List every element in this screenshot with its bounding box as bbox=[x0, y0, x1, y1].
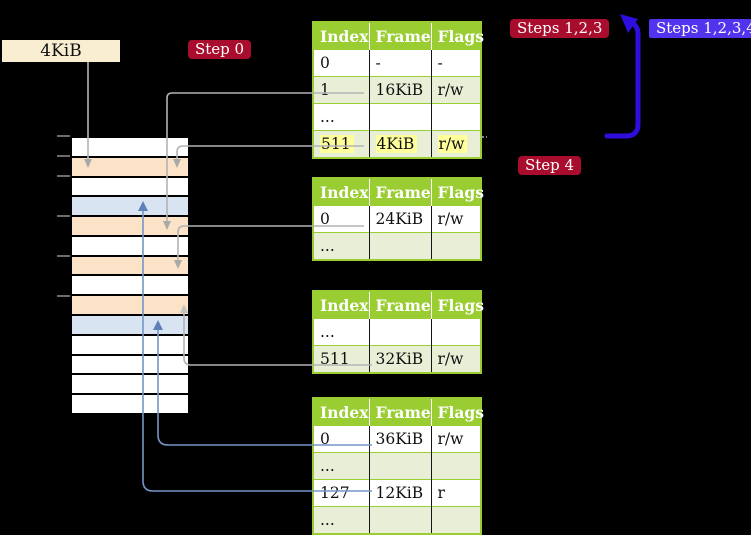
table-cell: ... bbox=[313, 318, 370, 346]
table-cell: 0 bbox=[313, 49, 370, 77]
column-header: Index bbox=[313, 398, 370, 426]
memory-frame-free bbox=[72, 335, 188, 356]
table-row: ... bbox=[313, 232, 481, 260]
table-cell bbox=[431, 506, 481, 534]
table-cell bbox=[431, 232, 481, 260]
table-cell: r/w bbox=[431, 76, 481, 104]
badge-steps-1-2-3: Steps 1,2,3 bbox=[510, 19, 610, 38]
table-row: ... bbox=[313, 318, 481, 346]
column-header: Flags bbox=[431, 178, 484, 206]
column-header: Frame bbox=[369, 22, 432, 50]
table-cell: 4KiB bbox=[369, 130, 432, 158]
badge-step-4: Step 4 bbox=[518, 156, 582, 175]
memory-frame-free bbox=[72, 236, 188, 257]
table-cell bbox=[369, 232, 432, 260]
column-header: Flags bbox=[431, 22, 484, 50]
table-cell: 36KiB bbox=[369, 425, 432, 453]
table-cell: r/w bbox=[431, 205, 481, 233]
table-cell: ... bbox=[313, 452, 370, 480]
memory-frame-free bbox=[72, 355, 188, 376]
table-row: ... bbox=[313, 452, 481, 480]
column-header: Frame bbox=[369, 398, 432, 426]
table-cell: 511 bbox=[313, 345, 370, 373]
table-row: 511 4KiB r/w bbox=[313, 130, 481, 158]
column-header: Index bbox=[313, 291, 370, 319]
table-cell: ... bbox=[313, 232, 370, 260]
table-cell bbox=[431, 452, 481, 480]
table-cell: ... bbox=[313, 506, 370, 534]
memory-frame-pagetable bbox=[72, 217, 188, 237]
table-row: ... bbox=[313, 506, 481, 534]
table-cell: - bbox=[369, 49, 432, 77]
page-size-label-text: 4KiB bbox=[40, 41, 82, 61]
memory-frame-free bbox=[72, 177, 188, 198]
memory-frame-pagetable bbox=[72, 296, 188, 317]
column-header: Frame bbox=[369, 178, 432, 206]
table-cell bbox=[369, 506, 432, 534]
table-cell: r/w bbox=[431, 425, 481, 453]
frame-tick-marks bbox=[57, 135, 70, 297]
table-cell: 0 bbox=[313, 425, 370, 453]
highlighted-value: r/w bbox=[437, 135, 468, 153]
column-header: Index bbox=[313, 22, 370, 50]
table-cell bbox=[431, 318, 481, 346]
table-cell: 511 bbox=[313, 130, 370, 158]
column-header: Flags bbox=[431, 291, 484, 319]
table-cell: ... bbox=[313, 103, 370, 131]
table-cell: r/w bbox=[431, 130, 481, 158]
table-row: 0-- bbox=[313, 49, 481, 77]
badge-steps-1-2-3-4: Steps 1,2,3,4 bbox=[649, 19, 751, 38]
table-cell: r/w bbox=[431, 345, 481, 373]
column-header: Frame bbox=[369, 291, 432, 319]
column-header: Flags bbox=[431, 398, 484, 426]
badge-step-0: Step 0 bbox=[188, 40, 252, 59]
table-cell: - bbox=[431, 49, 481, 77]
table-cell: 0 bbox=[313, 205, 370, 233]
table-cell: 12KiB bbox=[369, 479, 432, 507]
table-cell bbox=[369, 318, 432, 346]
physical-memory-column bbox=[70, 136, 190, 415]
highlighted-value: 511 bbox=[320, 135, 354, 153]
table-cell: 32KiB bbox=[369, 345, 432, 373]
table-cell: 24KiB bbox=[369, 205, 432, 233]
table-row: ... bbox=[313, 103, 481, 131]
table-cell: r bbox=[431, 479, 481, 507]
table-cell: 127 bbox=[313, 479, 370, 507]
table-cell bbox=[369, 103, 432, 131]
memory-frame-pagetable bbox=[72, 157, 188, 178]
page-size-label: 4KiB bbox=[2, 40, 120, 62]
table-cell bbox=[431, 103, 481, 131]
memory-frame-free bbox=[72, 138, 188, 158]
memory-frame-mapped bbox=[72, 316, 188, 336]
memory-frame-free bbox=[72, 276, 188, 297]
memory-frame-free bbox=[72, 395, 188, 413]
highlighted-value: 4KiB bbox=[375, 135, 418, 153]
table-cell: 1 bbox=[313, 76, 370, 104]
memory-frame-free bbox=[72, 375, 188, 396]
table-cell: 16KiB bbox=[369, 76, 432, 104]
memory-frame-pagetable bbox=[72, 256, 188, 277]
memory-frame-mapped bbox=[72, 197, 188, 218]
column-header: Index bbox=[313, 178, 370, 206]
table-cell bbox=[369, 452, 432, 480]
loop-arrow-icon bbox=[604, 14, 641, 139]
